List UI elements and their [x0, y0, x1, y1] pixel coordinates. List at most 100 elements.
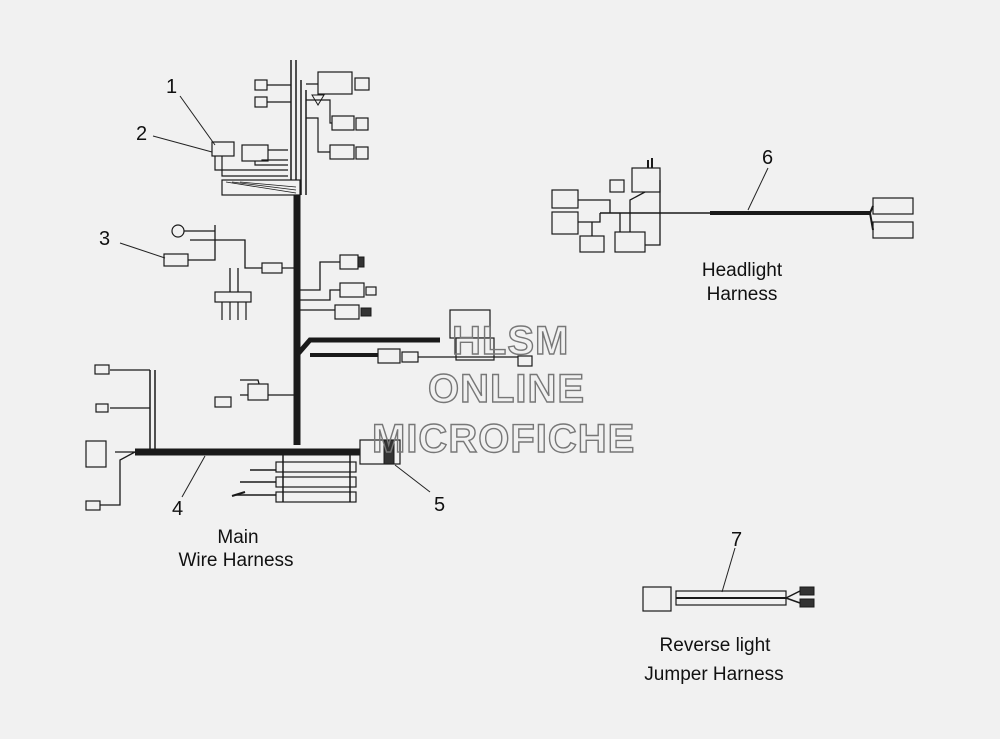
- reverse-split-leads: [785, 590, 801, 604]
- item-3-group: [163, 224, 297, 320]
- caption-headlight-line-1: Headlight: [702, 260, 783, 281]
- connector-e: [329, 144, 355, 160]
- left-vertical-leads: [149, 370, 156, 452]
- bracket-hatching: [225, 181, 297, 194]
- left-leads: [100, 369, 150, 506]
- connector-g: [339, 282, 365, 298]
- caption-reverse-line-1: Reverse light: [660, 635, 772, 656]
- controller-body: [455, 337, 495, 361]
- connector-c: [317, 71, 353, 95]
- watermark-line-2: ONLINE: [428, 367, 585, 411]
- right-branch-leads: [297, 261, 340, 311]
- mid-left-housing: [247, 383, 269, 401]
- caption-main-line-2: Wire Harness: [178, 550, 293, 571]
- connector-h-plug: [360, 307, 372, 317]
- callout-7: 7: [731, 529, 742, 551]
- leader-1: [179, 95, 216, 146]
- callout-3: 3: [99, 228, 110, 250]
- headlight-harness: [551, 158, 914, 253]
- connector-a: [254, 79, 268, 91]
- reverse-light-jumper-harness: [642, 586, 815, 612]
- harness-loom-3: [275, 491, 357, 503]
- reverse-connector-right-2: [799, 598, 815, 608]
- loom-lead-connector: [231, 491, 246, 497]
- watermark-line-1: HLSM: [452, 319, 569, 363]
- relay-plug: [401, 351, 419, 363]
- captions: Headlight Harness Main Wire Harness Reve…: [178, 260, 783, 685]
- callout-1: 1: [166, 76, 177, 98]
- item-3-connector: [163, 253, 189, 267]
- headlight-socket-6: [609, 179, 625, 193]
- leader-4: [181, 455, 206, 498]
- callout-5: 5: [434, 494, 445, 516]
- trunk-right-connectors: [297, 254, 377, 320]
- item-3-clamp: [214, 291, 252, 303]
- left-connector-3: [85, 500, 101, 511]
- connector-b: [254, 96, 268, 108]
- controller-connector: [449, 309, 491, 339]
- headlight-socket-1: [551, 189, 579, 209]
- caption-main-line-1: Main: [217, 527, 258, 548]
- switch-1: [211, 141, 235, 157]
- watermark: HLSM ONLINE MICROFICHE: [371, 318, 635, 461]
- headlight-connector-leads: [869, 205, 874, 231]
- upper-wire-bundle: [290, 60, 307, 195]
- connector-e-plug: [355, 146, 369, 160]
- connector-g-plug: [365, 286, 377, 296]
- item-3-sensor: [171, 224, 185, 238]
- item-3-leads: [184, 225, 297, 300]
- callout-4: 4: [172, 498, 183, 520]
- leader-7: [721, 547, 736, 593]
- fuse-holder: [517, 355, 533, 367]
- leader-5: [394, 464, 431, 493]
- reverse-connector-right-1: [799, 586, 815, 596]
- top-connector-group: [254, 71, 370, 160]
- leader-2: [152, 135, 213, 153]
- caption-reverse-line-2: Jumper Harness: [644, 664, 783, 685]
- connector-f: [339, 254, 359, 270]
- main-wire-harness: [85, 60, 533, 511]
- connector-h: [334, 304, 360, 320]
- headlight-fuse-tab: [647, 158, 653, 168]
- watermark-line-3: MICROFICHE: [372, 417, 635, 461]
- callout-numbers: 1 2 3 4 5 6 7: [99, 76, 773, 551]
- item-3-inline-plug: [261, 262, 283, 274]
- item-5-latch: [383, 439, 395, 465]
- connector-leads-ab: [267, 84, 291, 103]
- connector-c-plug: [354, 77, 370, 91]
- connector-d-plug: [355, 117, 369, 131]
- headlight-socket-leads: [578, 180, 661, 246]
- caption-headlight-line-2: Harness: [707, 284, 778, 305]
- loom-leads: [235, 469, 276, 496]
- leader-lines: [119, 95, 769, 593]
- left-connector-2: [95, 403, 109, 413]
- callout-2: 2: [136, 123, 147, 145]
- callout-6: 6: [762, 147, 773, 169]
- leader-3: [119, 242, 166, 259]
- headlight-connector-bottom: [872, 221, 914, 239]
- headlight-connector-top: [872, 197, 914, 215]
- connector-leads-cde: [306, 83, 332, 153]
- mid-left-connector: [214, 396, 232, 408]
- headlight-socket-4: [614, 231, 646, 253]
- switch-leads: [214, 149, 288, 177]
- loom-ties: [282, 452, 351, 502]
- relay-connector: [377, 348, 401, 364]
- headlight-socket-5: [631, 167, 661, 193]
- headlight-socket-2: [551, 211, 579, 235]
- harness-loom-1: [275, 461, 357, 473]
- headlight-socket-3: [579, 235, 605, 253]
- warning-triangle-icon: [311, 94, 325, 106]
- connector-d: [331, 115, 355, 131]
- item-3-terminals: [221, 300, 247, 320]
- left-multi-connector: [85, 440, 107, 468]
- reverse-connector-left: [642, 586, 672, 612]
- harness-loom-2: [275, 476, 357, 488]
- left-connector-1: [94, 364, 110, 375]
- leader-6: [747, 167, 769, 211]
- switch-2: [241, 144, 269, 162]
- connector-f-plug: [357, 256, 365, 268]
- branch-to-controller: [295, 337, 440, 357]
